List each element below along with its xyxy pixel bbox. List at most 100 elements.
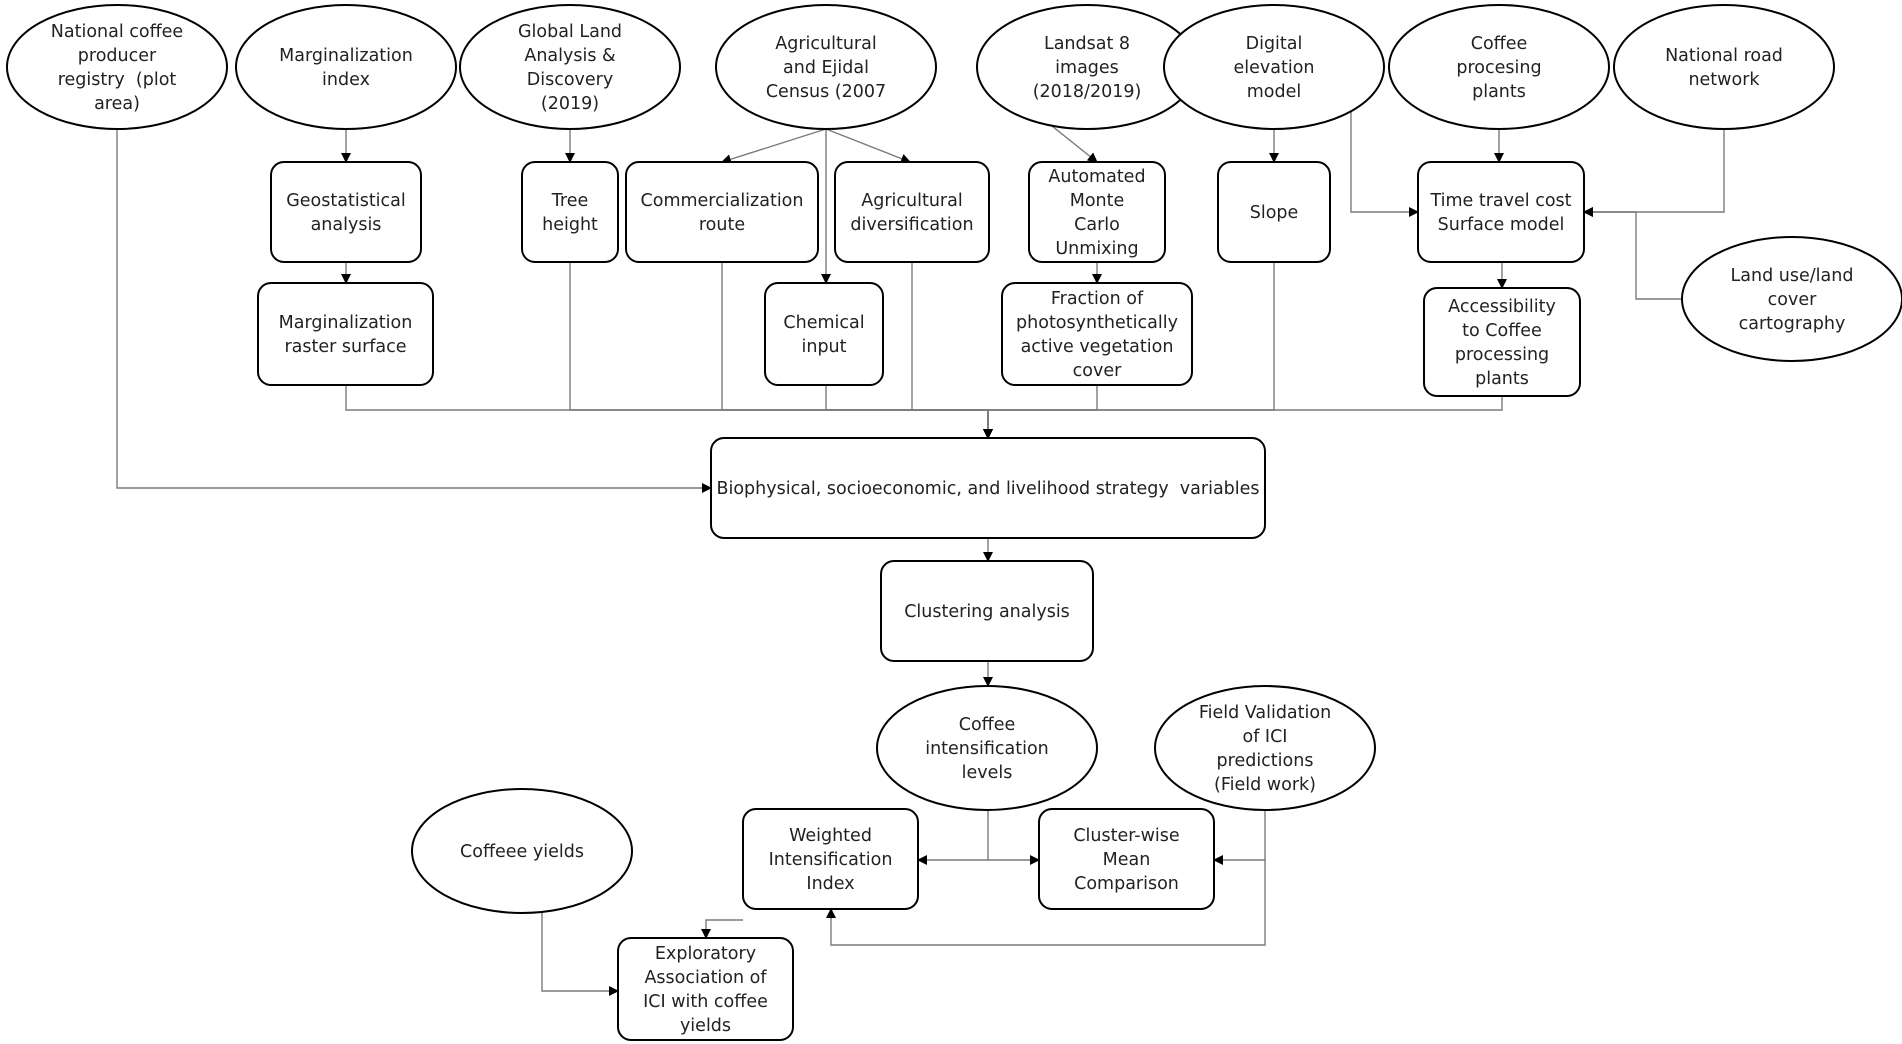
node-coffee-producer-registry-label-line: area) bbox=[94, 94, 140, 114]
node-chemical-input-label-line: input bbox=[801, 337, 846, 357]
node-commercialization-box bbox=[625, 161, 819, 263]
node-coffee-plants-label-line: procesing bbox=[1456, 58, 1541, 78]
node-clustering-label-line: Clustering analysis bbox=[904, 602, 1070, 622]
node-geostatistical: Geostatistical analysis bbox=[270, 161, 422, 263]
edge-census-to-commercialization bbox=[721, 128, 827, 165]
node-diversification-label-line: Agricultural bbox=[861, 191, 962, 211]
node-yields-ellipse bbox=[411, 788, 633, 914]
node-census-label-line: and Ejidal bbox=[783, 58, 869, 78]
node-chemical-input-box bbox=[764, 282, 884, 386]
node-mc-unmixing-label-line: Automated bbox=[1048, 167, 1145, 187]
node-travel-cost-label-line: Time travel cost bbox=[1429, 191, 1571, 211]
node-geostatistical-label-line: Geostatistical bbox=[286, 191, 406, 211]
node-marginalization-raster-box bbox=[257, 282, 434, 386]
node-accessibility-label-line: to Coffee bbox=[1462, 321, 1542, 341]
edges-layer bbox=[116, 111, 1725, 996]
edge-field-validation-to-wii bbox=[826, 860, 1266, 946]
node-tree-height-box bbox=[521, 161, 619, 263]
node-landsat-label-line: images bbox=[1055, 58, 1119, 78]
node-clustering-label: Clustering analysis bbox=[904, 602, 1070, 622]
node-census-ellipse bbox=[715, 4, 937, 130]
node-exploratory-label-line: yields bbox=[680, 1016, 731, 1036]
node-marginalization-index-label-line: Marginalization bbox=[279, 46, 413, 66]
node-coffee-producer-registry-label-line: registry (plot bbox=[58, 70, 177, 90]
edge-accessibility-to-variables bbox=[983, 396, 1503, 439]
node-accessibility-label: Accessibility to Coffee processing plants bbox=[1448, 297, 1556, 389]
node-glad-label-line: Discovery bbox=[527, 70, 613, 90]
node-clustering-box bbox=[880, 560, 1094, 662]
node-landsat-label-line: (2018/2019) bbox=[1033, 82, 1142, 102]
node-accessibility-label-line: plants bbox=[1475, 369, 1529, 389]
node-fpav-label-line: photosynthetically bbox=[1016, 313, 1178, 333]
node-land-use-ellipse bbox=[1681, 236, 1902, 362]
node-slope-box bbox=[1217, 161, 1331, 263]
node-marginalization-index-ellipse bbox=[235, 4, 457, 130]
node-intensification-levels-ellipse bbox=[876, 685, 1098, 811]
node-accessibility-label-line: Accessibility bbox=[1448, 297, 1556, 317]
node-coffee-plants-ellipse bbox=[1388, 4, 1610, 130]
node-field-validation-ellipse bbox=[1154, 685, 1376, 811]
node-mean-comparison-label-line: Cluster-wise bbox=[1073, 826, 1179, 846]
edge-fpav-to-variables bbox=[983, 385, 1098, 439]
node-land-use-label-line: cartography bbox=[1739, 314, 1846, 334]
node-wii-label-line: Intensification bbox=[769, 850, 893, 870]
node-marginalization-index-label-line: index bbox=[322, 70, 370, 90]
node-mean-comparison-label-line: Comparison bbox=[1074, 874, 1179, 894]
edge-field-validation-to-mean-comparison bbox=[1213, 810, 1266, 865]
edge-census-to-diversification bbox=[825, 128, 911, 164]
node-yields-label: Coffeee yields bbox=[460, 842, 584, 862]
node-road-network-label-line: National road bbox=[1665, 46, 1783, 66]
node-wii-box bbox=[742, 808, 919, 910]
node-land-use-label-line: cover bbox=[1768, 290, 1817, 310]
node-dem-label-line: elevation bbox=[1234, 58, 1315, 78]
node-commercialization-label-line: Commercialization bbox=[641, 191, 804, 211]
node-marginalization-index-label: Marginalization index bbox=[279, 46, 413, 90]
node-travel-cost-label-line: Surface model bbox=[1438, 215, 1565, 235]
node-fpav-box bbox=[1001, 282, 1193, 386]
node-fpav-label-line: active vegetation bbox=[1021, 337, 1174, 357]
node-slope-label: Slope bbox=[1250, 203, 1299, 223]
node-accessibility-label-line: processing bbox=[1455, 345, 1549, 365]
node-mc-unmixing-label-line: Monte bbox=[1070, 191, 1125, 211]
node-exploratory-label-line: Exploratory bbox=[655, 944, 756, 964]
node-wii-label-line: Weighted bbox=[789, 826, 872, 846]
edge-wii-to-exploratory bbox=[701, 919, 743, 939]
node-field-validation-label-line: Field Validation bbox=[1199, 703, 1331, 723]
node-dem-ellipse bbox=[1163, 4, 1385, 130]
edge-diversification-to-variables bbox=[911, 262, 993, 439]
node-dem-label-line: model bbox=[1247, 82, 1302, 102]
node-geostatistical-label-line: analysis bbox=[311, 215, 382, 235]
node-field-validation-label-line: of ICI bbox=[1243, 727, 1288, 747]
node-coffee-producer-registry-label-line: National coffee bbox=[51, 22, 183, 42]
node-census-label-line: Census (2007 bbox=[766, 82, 886, 102]
node-diversification-box bbox=[834, 161, 990, 263]
node-glad-label-line: Global Land bbox=[518, 22, 622, 42]
node-coffee-plants-label-line: Coffee bbox=[1471, 34, 1528, 54]
node-exploratory-box bbox=[617, 937, 794, 1041]
node-clustering: Clustering analysis bbox=[880, 560, 1094, 662]
node-mc-unmixing-label-line: Carlo bbox=[1074, 215, 1120, 235]
edge-road-network-to-travel-cost bbox=[1583, 129, 1725, 217]
